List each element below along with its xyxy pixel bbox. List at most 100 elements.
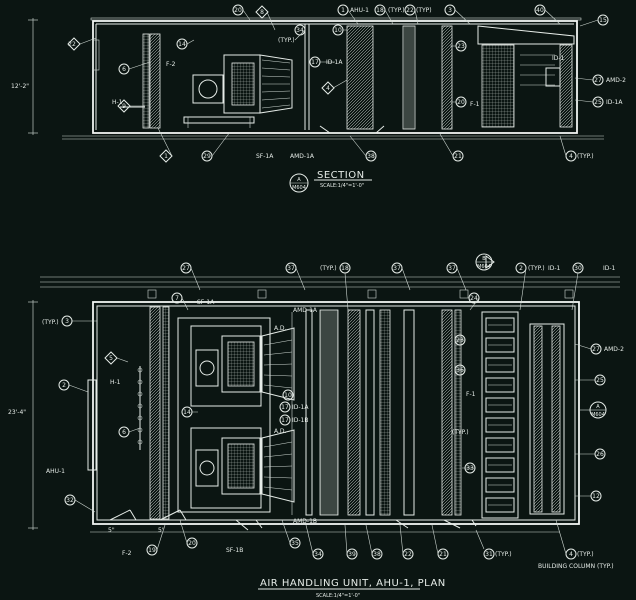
svg-text:12: 12 [592, 493, 600, 500]
svg-text:23: 23 [457, 43, 465, 50]
plan-tag-18[interactable]: 18 [339, 262, 351, 274]
plan-title: AIR HANDLING UNIT, AHU-1, PLAN [260, 578, 446, 589]
plan-tag-31[interactable]: 31 [483, 548, 495, 560]
plan-tag-25[interactable]: 25 [594, 374, 606, 386]
plan-tag-37b[interactable]: 37 [391, 262, 403, 274]
section-scale: SCALE:1/4"=1'-0" [320, 183, 364, 189]
svg-text:4: 4 [569, 153, 573, 160]
plan-label-typ-right: (TYP.) [528, 265, 545, 272]
svg-text:26: 26 [596, 451, 604, 458]
svg-text:1: 1 [341, 7, 345, 14]
plan-label-typ-top: (TYP.) [320, 265, 337, 272]
section-label-f2: F-2 [166, 61, 176, 68]
section-tag-22b[interactable]: 22 [404, 4, 416, 16]
plan-tag-37c[interactable]: 37 [446, 262, 458, 274]
plan-diffuser-bank [481, 311, 519, 519]
svg-text:38: 38 [373, 551, 381, 558]
plan-label-typ-f: (TYP.) [452, 429, 469, 436]
plan-tag-17b[interactable]: 17 [279, 414, 291, 426]
section-tag-15[interactable]: 15 [597, 14, 609, 26]
plan-tag-38[interactable]: 38 [371, 548, 383, 560]
plan-tag-6[interactable]: 6 [118, 426, 130, 438]
plan-label-f1: F-1 [466, 391, 476, 398]
plan-label-typ-left: (TYP.) [42, 319, 59, 326]
section-tag-34[interactable]: 34 [294, 24, 306, 36]
plan-tag-17[interactable]: 17 [279, 401, 291, 413]
svg-text:15: 15 [599, 17, 607, 24]
plan-tag-3[interactable]: 3 [61, 315, 73, 327]
section-tag-38[interactable]: 38 [365, 150, 377, 162]
section-tag-8[interactable]: 8 [255, 5, 269, 19]
section-tag-21[interactable]: 21 [452, 150, 464, 162]
section-label-f1: F-1 [470, 101, 480, 108]
plan-title-block: AIR HANDLING UNIT, AHU-1, PLAN SCALE:1/4… [258, 578, 446, 599]
section-tag-14[interactable]: 14 [176, 38, 188, 50]
section-tag-10[interactable]: 10 [332, 24, 344, 36]
plan-tag-35[interactable]: 35 [289, 537, 301, 549]
plan-tag-10[interactable]: 10 [282, 389, 294, 401]
svg-text:24: 24 [470, 295, 478, 302]
plan-section-marker-b[interactable]: B M604 [475, 253, 495, 271]
plan-tag-39[interactable]: 39 [346, 548, 358, 560]
section-label-amd2: AMD-2 [606, 77, 626, 84]
section-tag-1b[interactable]: 1 [337, 4, 349, 16]
section-tag-17[interactable]: 17 [309, 56, 321, 68]
plan-tag-27b[interactable]: 27 [590, 343, 602, 355]
plan-tag-14[interactable]: 14 [181, 406, 193, 418]
section-tag-20[interactable]: 20 [232, 4, 244, 16]
plan-tag-37[interactable]: 37 [285, 262, 297, 274]
plan-tag-24[interactable]: 24 [468, 292, 480, 304]
section-tag-29[interactable]: 29 [201, 150, 213, 162]
plan-tag-5[interactable]: 5 [104, 351, 118, 365]
plan-tag-32[interactable]: 32 [64, 494, 76, 506]
plan-tag-20[interactable]: 20 [186, 537, 198, 549]
section-tag-4[interactable]: 4 [321, 81, 335, 95]
svg-text:36: 36 [456, 367, 464, 374]
svg-text:19: 19 [148, 547, 156, 554]
svg-text:22: 22 [406, 7, 414, 14]
plan-tag-2[interactable]: 2 [515, 262, 527, 274]
section-diffuser [481, 44, 515, 128]
plan-label-sf1a: SF-1A [197, 299, 215, 306]
plan-fan-sf1a [190, 325, 295, 407]
plan-label-id1a: ID-1A [292, 404, 309, 411]
plan-tag-12[interactable]: 12 [590, 490, 602, 502]
plan-tag-21[interactable]: 21 [437, 548, 449, 560]
plan-tag-30[interactable]: 30 [572, 262, 584, 274]
section-tag-27[interactable]: 27 [592, 74, 604, 86]
plan-tag-2b[interactable]: 2 [58, 379, 70, 391]
section-tag-1[interactable]: 1 [159, 149, 173, 163]
section-tag-6[interactable]: 6 [118, 63, 130, 75]
plan-tag-27[interactable]: 27 [180, 262, 192, 274]
plan-label-five-a: 5" [108, 527, 115, 534]
plan-tag-7[interactable]: 7 [171, 292, 183, 304]
section-ref-sheet: M604 [292, 185, 306, 191]
svg-text:18: 18 [376, 7, 384, 14]
svg-text:21: 21 [454, 153, 462, 160]
section-tag-3[interactable]: 3 [444, 4, 456, 16]
plan-tag-4[interactable]: 4 [565, 548, 577, 560]
svg-text:22: 22 [404, 551, 412, 558]
plan-section-marker-a[interactable]: A M604 [589, 401, 607, 419]
plan-label-amd1b: AMD-1B [293, 518, 317, 525]
plan-tag-26[interactable]: 26 [594, 448, 606, 460]
section-tag-4b[interactable]: 4 [565, 150, 577, 162]
section-tag-20b[interactable]: 20 [455, 96, 467, 108]
section-height-dimension: 12'-2" [11, 18, 38, 135]
section-tag-40[interactable]: 40 [534, 4, 546, 16]
plan-tag-34[interactable]: 34 [312, 548, 324, 560]
plan-tag-19[interactable]: 19 [146, 544, 158, 556]
plan-damper-bank [529, 323, 565, 515]
svg-text:18: 18 [341, 265, 349, 272]
svg-text:10: 10 [334, 27, 342, 34]
section-label-h1: H-1 [112, 99, 123, 106]
section-tag-18[interactable]: 18 [374, 4, 386, 16]
svg-text:27: 27 [592, 346, 600, 353]
section-tag-9[interactable]: 9 [117, 99, 131, 113]
svg-text:21: 21 [439, 551, 447, 558]
plan-tag-22[interactable]: 22 [402, 548, 414, 560]
section-tag-22[interactable]: 22 [67, 37, 81, 51]
section-tag-23[interactable]: 23 [455, 40, 467, 52]
section-tag-25[interactable]: 25 [592, 96, 604, 108]
plan-label-typ-bottom: (TYP.) [495, 551, 512, 558]
